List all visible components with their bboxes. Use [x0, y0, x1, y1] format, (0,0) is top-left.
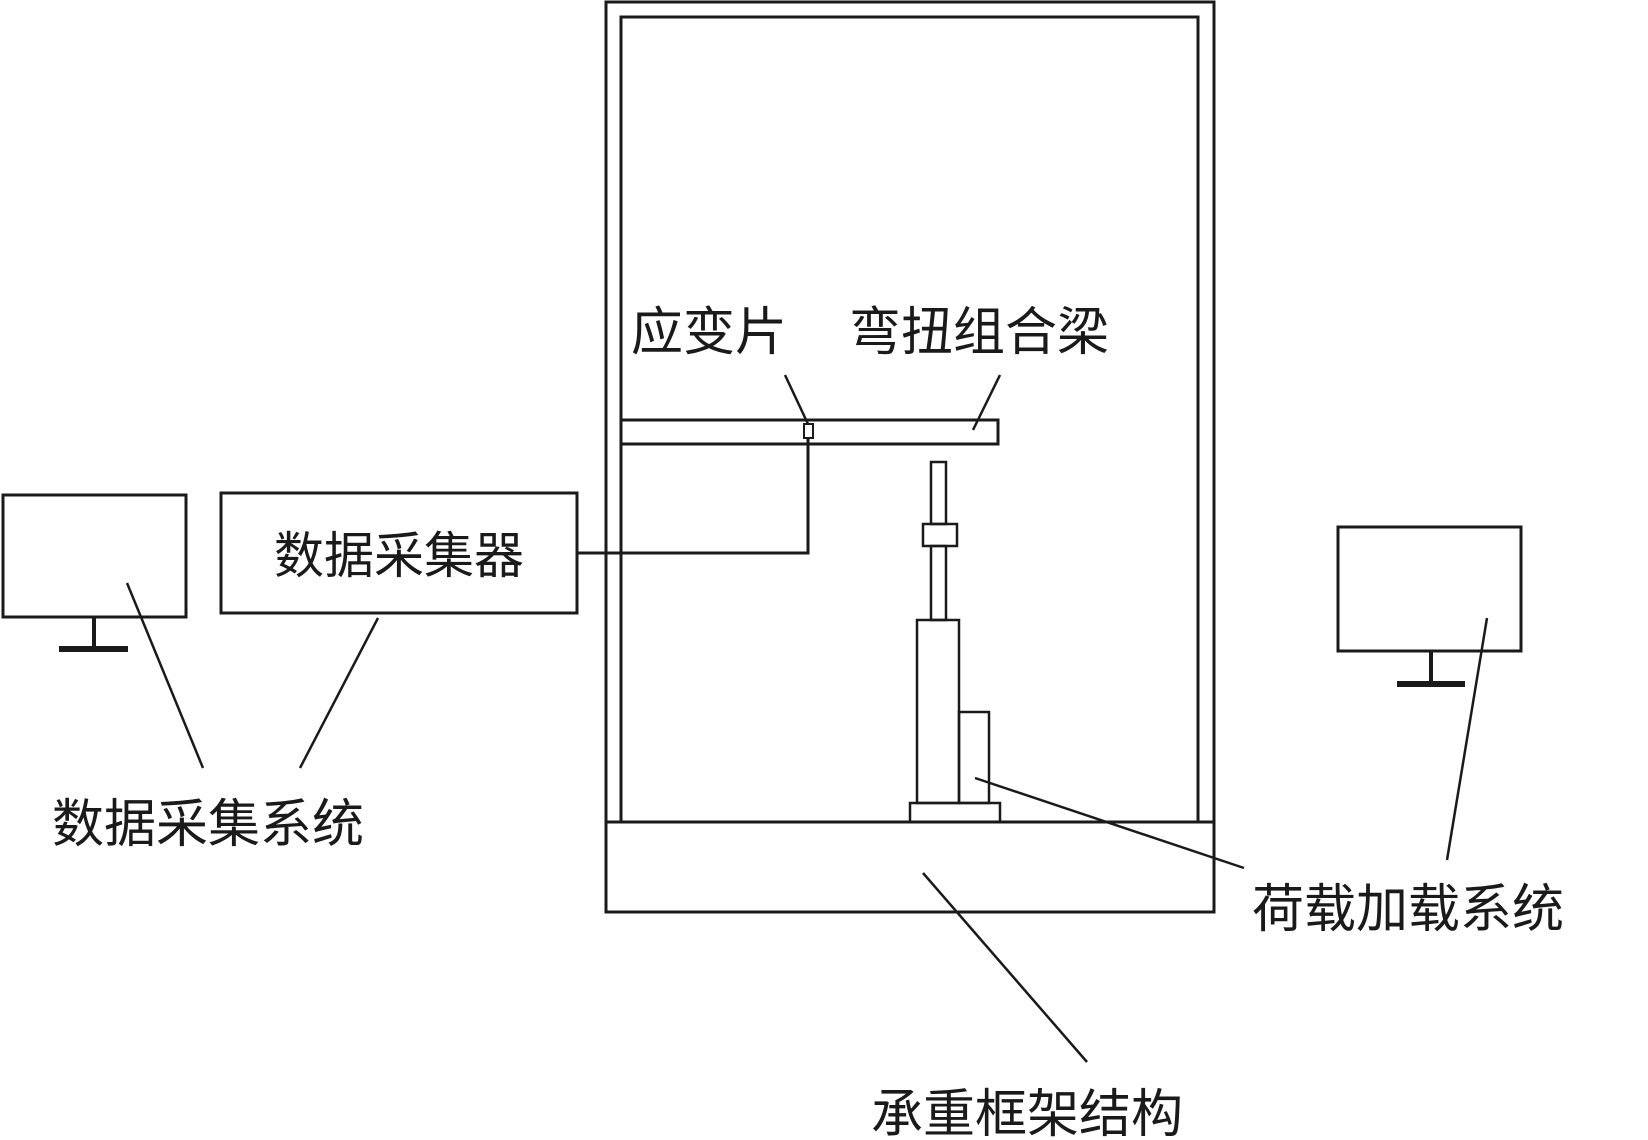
label-beam: 弯扭组合梁 — [849, 303, 1109, 363]
label-frame-structure: 承重框架结构 — [871, 1085, 1183, 1140]
leader-beam — [971, 374, 1002, 431]
leader-strain-gauge — [783, 374, 810, 425]
actuator-collar — [921, 522, 959, 548]
actuator-rod-top — [929, 460, 948, 526]
frame-outer — [604, 0, 1216, 914]
left-monitor-screen — [1, 493, 188, 619]
right-monitor — [1336, 525, 1523, 687]
data-collector-box: 数据采集器 — [219, 491, 579, 615]
loading-actuator — [908, 460, 1002, 824]
left-monitor — [1, 493, 188, 652]
label-strain-gauge: 应变片 — [631, 303, 787, 363]
actuator-base — [908, 801, 1002, 824]
leader-load-monitor — [1445, 617, 1489, 861]
leader-das-monitor — [125, 582, 205, 769]
right-monitor-screen — [1336, 525, 1523, 653]
actuator-rod-mid — [929, 544, 948, 622]
leader-das-collector — [298, 617, 380, 769]
collector-label: 数据采集器 — [274, 527, 524, 585]
label-data-acquisition-system: 数据采集系统 — [52, 795, 364, 855]
actuator-side-unit — [957, 710, 991, 805]
leader-lines — [125, 374, 1489, 1063]
leader-frame — [922, 872, 1088, 1063]
label-load-system: 荷载加载系统 — [1252, 880, 1564, 940]
signal-cable — [577, 438, 810, 555]
load-frame — [604, 0, 1216, 914]
strain-gauge-marker — [803, 423, 814, 439]
leader-load-actuator — [974, 776, 1245, 870]
actuator-cylinder — [915, 618, 961, 805]
